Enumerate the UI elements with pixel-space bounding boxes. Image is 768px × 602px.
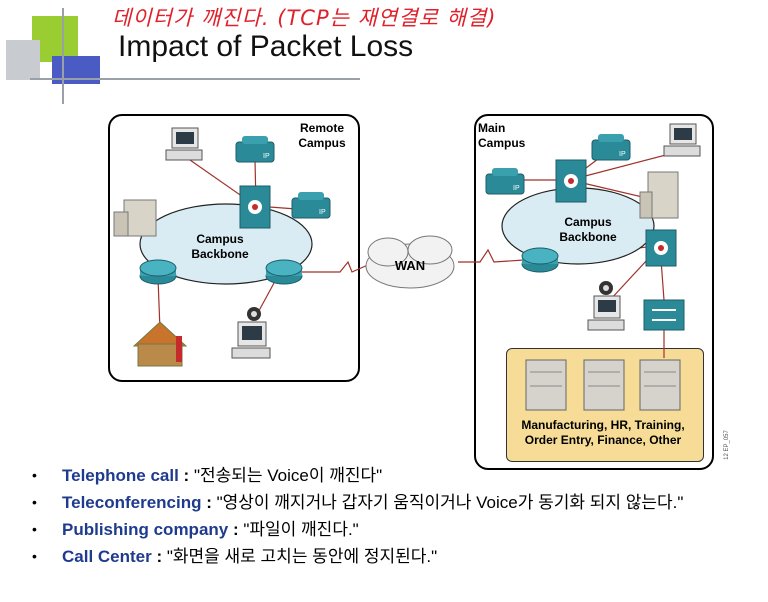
bullet-item: • Call Center : "화면을 새로 고치는 동안에 정지된다." (30, 545, 760, 568)
bullet-dot-icon: • (32, 494, 37, 510)
remote-backbone-label-line-2: Backbone (191, 247, 249, 261)
main-workgroup-switch-icon (643, 299, 685, 331)
remote-backbone-label-line-1: Campus (196, 232, 244, 246)
bullet-text: "영상이 깨지거나 갑자기 움직이거나 Voice가 동기화 되지 않는다." (216, 493, 684, 512)
ip-label-1: IP (263, 153, 270, 160)
main-campus-label: Main Campus (478, 121, 538, 151)
bullet-colon: : (228, 520, 244, 539)
bullet-colon: : (201, 493, 217, 512)
main-pc-icon (663, 123, 701, 157)
remote-switch-icon (239, 185, 271, 229)
remote-ip-phone-icon-2 (291, 192, 331, 219)
remote-pc-icon (165, 127, 203, 161)
remote-campus-label-line-2: Campus (298, 136, 346, 150)
wan-cloud-icon (365, 235, 455, 289)
bullet-item: • Telephone call : "전송되는 Voice이 깨진다" (30, 464, 760, 487)
ip-label-2: IP (319, 209, 326, 216)
slide-title: Impact of Packet Loss (118, 30, 414, 63)
remote-ip-phone-icon-1 (235, 136, 275, 163)
bullet-dot-icon: • (32, 521, 37, 537)
main-ip-phone-icon-1 (485, 168, 525, 195)
remote-backbone-label: Campus Backbone (180, 232, 260, 262)
server-icon-3 (639, 359, 681, 411)
server-group-label-line-1: Manufacturing, HR, Training, (521, 418, 685, 432)
main-switch-icon-right (645, 229, 677, 267)
bullet-term: Telephone call (62, 466, 179, 485)
main-backbone-label: Campus Backbone (548, 215, 628, 245)
figure-code: 12 EP_057 (723, 430, 730, 460)
bullet-term: Publishing company (62, 520, 229, 539)
main-backbone-label-line-2: Backbone (559, 230, 617, 244)
server-icon-1 (525, 359, 567, 411)
bullet-list: • Telephone call : "전송되는 Voice이 깨진다" • T… (30, 464, 760, 572)
decor-gray-square (6, 40, 40, 80)
bullet-text: "화면을 새로 고치는 동안에 정지된다." (166, 547, 438, 566)
bullet-text: "파일이 깨진다." (243, 520, 359, 539)
server-icon-2 (583, 359, 625, 411)
decor-horizontal-line (30, 78, 360, 80)
videoconference-pc-icon-remote (231, 307, 271, 359)
bullet-item: • Publishing company : "파일이 깨진다." (30, 518, 760, 541)
bullet-term: Teleconferencing (62, 493, 202, 512)
decor-vertical-line (62, 8, 64, 104)
remote-router-icon-left (139, 259, 177, 285)
bullet-dot-icon: • (32, 548, 37, 564)
bullet-colon: : (151, 547, 167, 566)
server-group-label: Manufacturing, HR, Training, Order Entry… (508, 418, 698, 448)
main-router-icon (521, 247, 559, 273)
bullet-colon: : (178, 466, 194, 485)
ip-label-4: IP (619, 151, 626, 158)
main-building-icon (639, 171, 679, 219)
bullet-term: Call Center (62, 547, 152, 566)
main-ip-phone-icon-2 (591, 134, 631, 161)
videoconference-pc-icon-main (587, 281, 625, 331)
wan-label: WAN (394, 258, 426, 273)
remote-router-icon-right (265, 259, 303, 285)
main-campus-label-line-1: Main (478, 121, 506, 135)
main-campus-label-line-2: Campus (478, 136, 526, 150)
main-backbone-label-line-1: Campus (564, 215, 612, 229)
remote-campus-label: Remote Campus (292, 121, 352, 151)
ip-label-3: IP (513, 185, 520, 192)
bullet-dot-icon: • (32, 467, 37, 483)
handwritten-note: 데이터가 깨진다. (TCP는 재연결로 해결) (112, 6, 497, 30)
home-office-icon (132, 321, 188, 367)
bullet-item: • Teleconferencing : "영상이 깨지거나 갑자기 움직이거나… (30, 491, 760, 514)
server-group-label-line-2: Order Entry, Finance, Other (524, 433, 682, 447)
remote-campus-label-line-1: Remote (299, 121, 344, 135)
main-switch-icon-top (555, 159, 587, 203)
remote-building-icon (113, 199, 157, 237)
bullet-text: "전송되는 Voice이 깨진다" (193, 466, 383, 485)
